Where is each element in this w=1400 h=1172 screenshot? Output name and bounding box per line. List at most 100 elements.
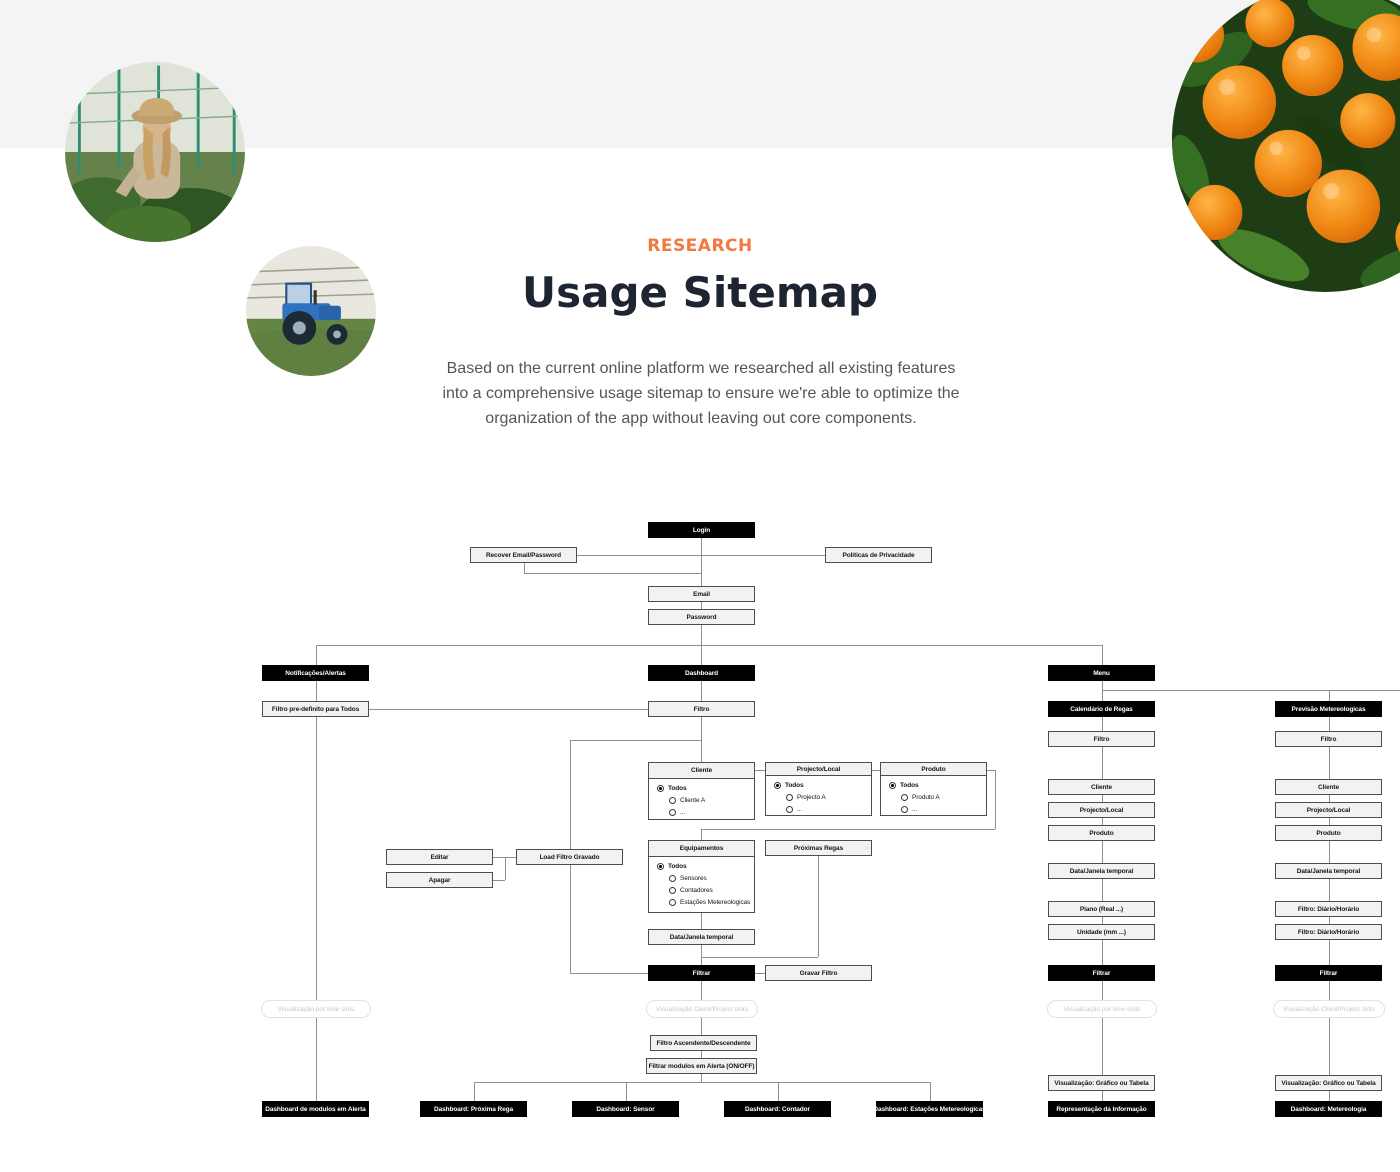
radio-icon — [669, 796, 676, 804]
connector-line — [701, 681, 702, 701]
radio-icon — [901, 805, 908, 813]
node-apagar: Apagar — [386, 872, 493, 888]
radio-option-label: ... — [680, 808, 686, 816]
radio-option-label: Todos — [668, 784, 687, 792]
connector-line — [493, 880, 505, 881]
node-filtrar-dashboard: Filtrar — [648, 965, 755, 981]
connector-line — [1102, 917, 1103, 924]
node-filtro-diario-horario-2: Filtro: Diário/Horário — [1275, 924, 1382, 940]
radio-option-label: ... — [797, 805, 803, 813]
connector-line — [701, 945, 702, 965]
radio-option: Estações Metereologicas — [657, 896, 754, 908]
node-produto-prev: Produto — [1275, 825, 1382, 841]
node-viz-grafico-tabela-prev: Visualização: Gráfico ou Tabela — [1275, 1075, 1382, 1091]
connector-line — [316, 645, 1102, 646]
connector-line — [1329, 1091, 1330, 1101]
connector-line — [818, 856, 819, 957]
node-equipamentos-group-header: Equipamentos — [649, 841, 754, 857]
radio-option: ... — [657, 806, 754, 818]
radio-selected-icon — [657, 784, 664, 792]
radio-option-label: Cliente A — [680, 796, 706, 804]
radio-option: ... — [889, 803, 986, 815]
connector-line — [701, 1074, 702, 1082]
connector-line — [474, 1082, 930, 1083]
connector-line — [316, 681, 317, 701]
page-title: Usage Sitemap — [522, 268, 878, 317]
connector-line — [493, 857, 516, 858]
connector-line — [701, 829, 995, 830]
node-dashboard-proxima-rega: Dashboard: Próxima Rega — [420, 1101, 527, 1117]
node-dashboard-sensor: Dashboard: Sensor — [572, 1101, 679, 1117]
node-data-janela-prev: Data/Janela temporal — [1275, 863, 1382, 879]
section-eyebrow: RESEARCH — [647, 236, 753, 256]
node-email: Email — [648, 586, 755, 602]
connector-line — [369, 709, 648, 710]
node-unidade-mm: Unidade (mm ...) — [1048, 924, 1155, 940]
connector-line — [1329, 940, 1330, 965]
node-projecto-local-prev: Projecto/Local — [1275, 802, 1382, 818]
connector-line — [570, 740, 701, 741]
node-editar: Editar — [386, 849, 493, 865]
connector-line — [316, 645, 317, 665]
node-gravar-filtro: Gravar Filtro — [765, 965, 872, 981]
connector-line — [778, 1082, 779, 1101]
connector-line — [316, 717, 317, 1101]
node-calendario-regas: Calendário de Regas — [1048, 701, 1155, 717]
radio-option-label: Sensores — [680, 874, 707, 882]
node-viz-time-slots-left: Visualização por time slots — [261, 1000, 371, 1018]
node-menu: Menu — [1048, 665, 1155, 681]
node-previsao-metereologicas: Previsão Metereologicas — [1275, 701, 1382, 717]
node-data-janela-cal: Data/Janela temporal — [1048, 863, 1155, 879]
description-line: organization of the app without leaving … — [485, 410, 917, 427]
node-representacao-informacao: Representação da Informação — [1048, 1101, 1155, 1117]
connector-line — [755, 973, 765, 974]
node-plano-real: Plano (Real ...) — [1048, 901, 1155, 917]
connector-line — [930, 1082, 931, 1101]
radio-option-label: Contadores — [680, 886, 713, 894]
node-dashboard-estacoes: Dashboard: Estações Metereologicas — [873, 1101, 986, 1117]
connector-line — [1329, 795, 1330, 802]
radio-option-label: Produto A — [912, 793, 940, 801]
node-produto-group-header: Produto — [881, 763, 986, 776]
connector-line — [1102, 818, 1103, 825]
connector-line — [987, 770, 995, 771]
node-projecto-local-group-header: Projecto/Local — [766, 763, 871, 776]
description-line: into a comprehensive usage sitemap to en… — [442, 385, 960, 402]
node-viz-client-project-center: Visualização Client/Project slots — [646, 1000, 758, 1018]
radio-icon — [786, 793, 793, 801]
connector-line — [1102, 981, 1103, 1075]
connector-line — [701, 538, 702, 586]
connector-line — [1329, 981, 1330, 1075]
connector-line — [1102, 681, 1103, 701]
node-proximas-regas: Próximas Regas — [765, 840, 872, 856]
radio-icon — [669, 874, 676, 882]
node-dashboard-contador: Dashboard: Contador — [724, 1101, 831, 1117]
node-filtro-diario-horario-1: Filtro: Diário/Horário — [1275, 901, 1382, 917]
connector-line — [995, 770, 996, 829]
connector-line — [1102, 940, 1103, 965]
radio-selected-icon — [889, 781, 896, 789]
node-load-filtro-gravado: Load Filtro Gravado — [516, 849, 623, 865]
radio-icon — [669, 898, 676, 906]
connector-line — [1102, 717, 1103, 731]
radio-option: Contadores — [657, 884, 754, 896]
node-dashboard-metereologia: Dashboard: Metereologia — [1275, 1101, 1382, 1117]
connector-line — [701, 625, 702, 665]
radio-option-label: Todos — [668, 862, 687, 870]
radio-selected-icon — [657, 862, 664, 870]
node-politicas-privacidade: Politicas de Privacidade — [825, 547, 932, 563]
connector-line — [1102, 841, 1103, 863]
node-filtro-previsao: Filtro — [1275, 731, 1382, 747]
radio-option: Cliente A — [657, 794, 754, 806]
radio-option: Produto A — [889, 791, 986, 803]
connector-line — [474, 1082, 475, 1101]
node-projecto-local-cal: Projecto/Local — [1048, 802, 1155, 818]
connector-line — [505, 857, 506, 880]
